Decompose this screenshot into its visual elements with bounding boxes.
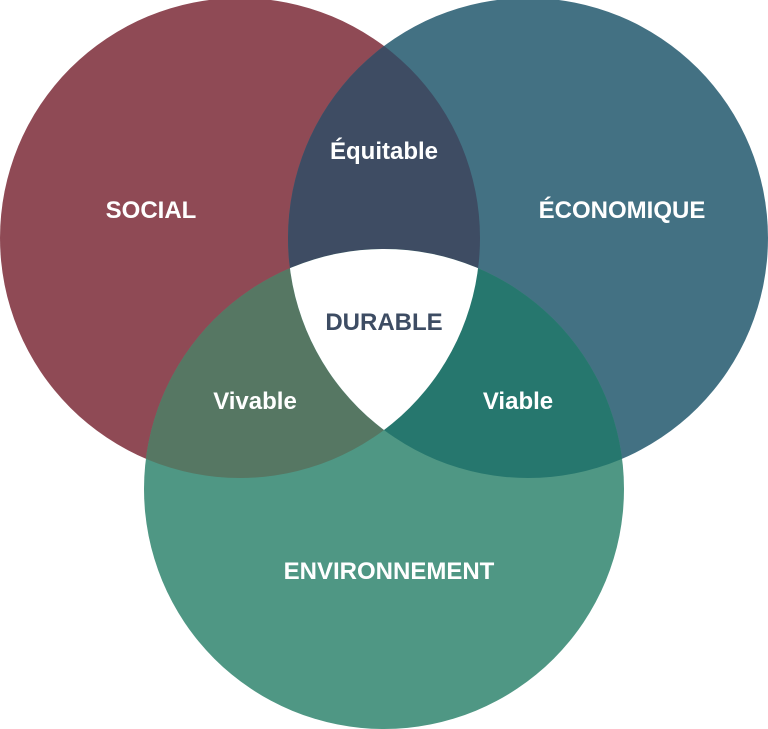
overlap-economique-environnement xyxy=(288,249,624,478)
label-social: SOCIAL xyxy=(106,197,197,224)
label-environnement: ENVIRONNEMENT xyxy=(284,558,495,585)
label-durable: DURABLE xyxy=(325,309,442,336)
label-equitable: Équitable xyxy=(330,137,438,165)
label-economique: ÉCONOMIQUE xyxy=(539,196,706,224)
overlap-social-environnement xyxy=(144,249,480,478)
label-vivable: Vivable xyxy=(213,388,297,415)
label-viable: Viable xyxy=(483,388,553,415)
